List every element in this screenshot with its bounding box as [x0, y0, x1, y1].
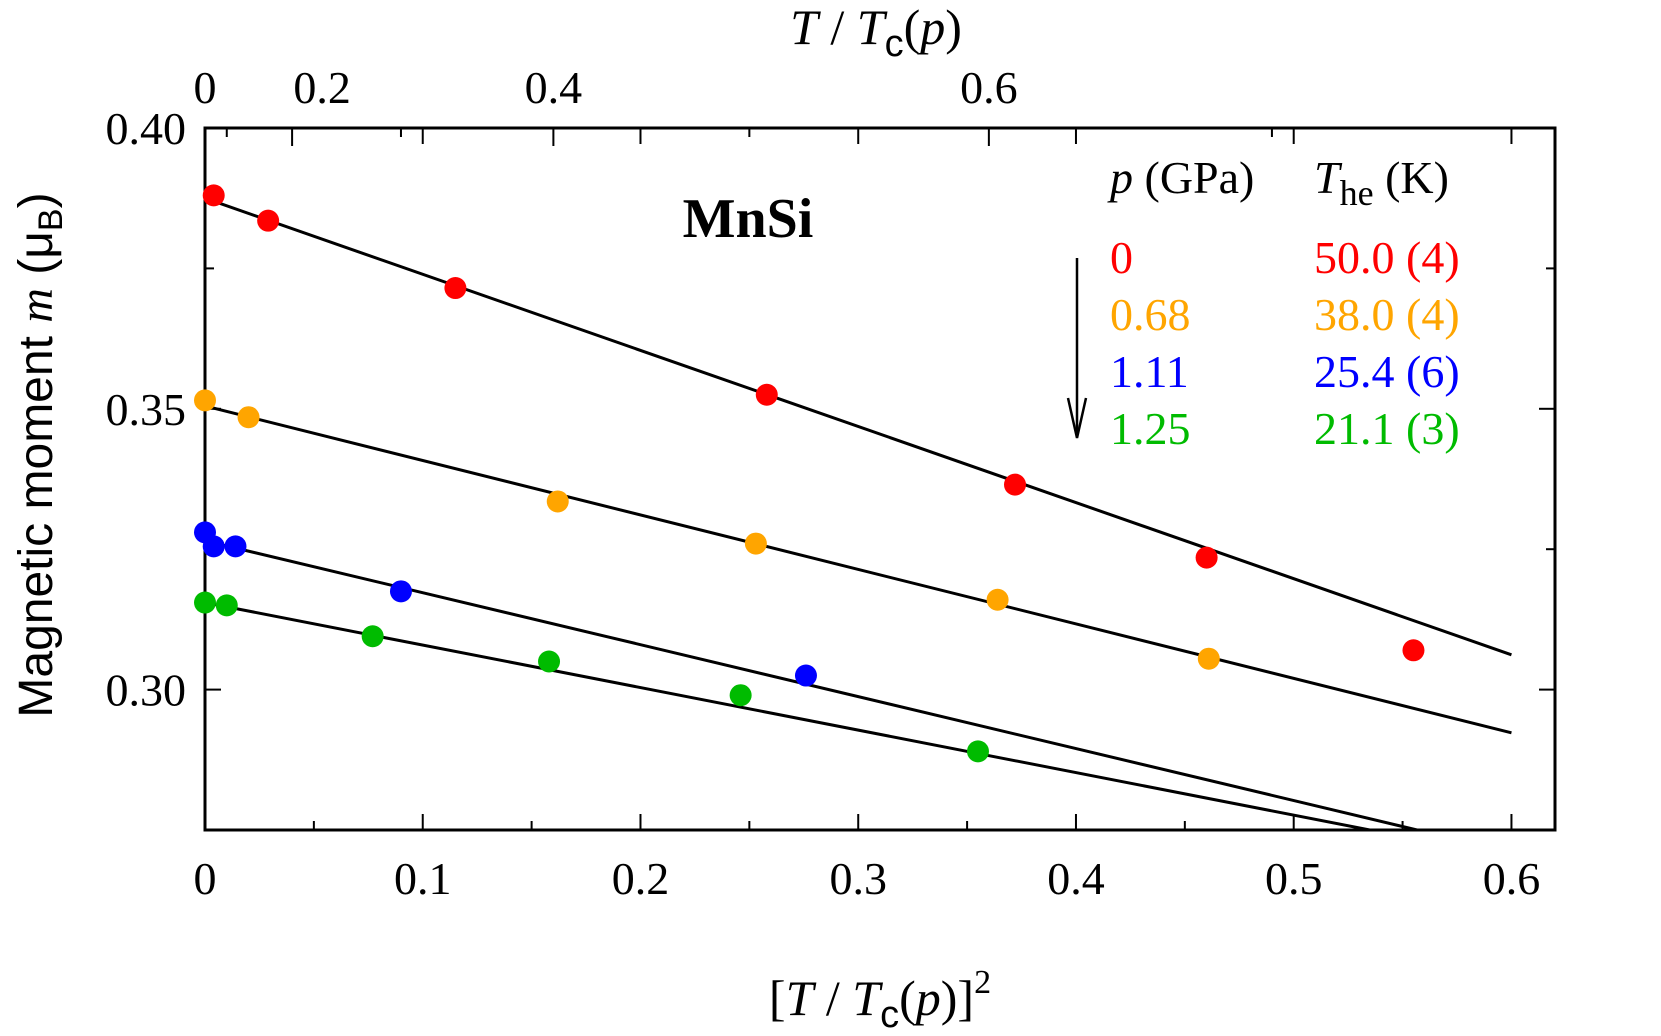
data-point	[389, 580, 412, 603]
data-point	[729, 684, 752, 707]
y-tick-label: 0.40	[106, 103, 187, 154]
data-group	[205, 196, 1512, 830]
legend-temperature: 50.0 (4)	[1314, 232, 1460, 283]
x-tick-label: 0.4	[1047, 853, 1105, 904]
x-tick-label: 0.5	[1265, 853, 1323, 904]
fit-line	[205, 539, 1424, 830]
x-tick-label: 0.6	[1483, 853, 1541, 904]
data-point	[546, 490, 569, 513]
x-tick-label: 0.1	[394, 853, 452, 904]
data-point	[1197, 647, 1220, 670]
data-point	[755, 383, 778, 406]
fit-line	[205, 601, 1378, 830]
top-axis-title: T / Tc(p)	[790, 0, 962, 65]
fit-line	[205, 404, 1512, 735]
legend-pressure: 1.11	[1110, 346, 1189, 397]
top-tick-label: 0	[194, 62, 217, 113]
chart-title: MnSi	[683, 188, 814, 250]
data-point	[202, 535, 225, 558]
top-tick-label: 0.4	[525, 62, 583, 113]
x-axis-title: [T / Tc(p)]2	[769, 964, 991, 1036]
data-point	[538, 650, 561, 673]
y-tick-label: 0.35	[106, 384, 187, 435]
data-point	[361, 625, 384, 648]
legend-temperature: 38.0 (4)	[1314, 289, 1460, 340]
data-point	[257, 209, 280, 232]
x-tick-label: 0	[194, 853, 217, 904]
plot-frame	[203, 126, 1557, 832]
data-point	[744, 532, 767, 555]
data-point	[194, 389, 216, 412]
legend-temperature: 21.1 (3)	[1314, 403, 1460, 454]
legend-pressure: 1.25	[1110, 403, 1191, 454]
fit-line	[205, 196, 1512, 657]
data-point	[1004, 473, 1026, 496]
legend-header-temperature: The (K)	[1314, 152, 1449, 213]
legend-temperature: 25.4 (6)	[1314, 346, 1460, 397]
legend-pressure: 0	[1110, 232, 1133, 283]
legend-layer: 0 50.0 (4) 0.68 38.0 (4) 1.11 25.4 (6) 1.25 21.…	[1110, 232, 1460, 454]
data-point	[202, 184, 225, 207]
x-tick-label: 0.3	[829, 853, 887, 904]
data-point	[986, 588, 1009, 611]
legend-header-pressure: p (GPa)	[1107, 152, 1254, 203]
y-axis-title: Magnetic moment m (μB)	[10, 192, 70, 717]
data-point	[966, 740, 989, 763]
y-tick-label: 0.30	[106, 665, 187, 716]
data-point	[224, 535, 247, 558]
data-point	[237, 406, 260, 429]
data-point	[444, 277, 467, 300]
data-point	[1195, 546, 1218, 569]
top-tick-label: 0.6	[960, 62, 1018, 113]
data-point	[215, 594, 238, 617]
legend-pressure: 0.68	[1110, 289, 1191, 340]
x-tick-label: 0.2	[612, 853, 670, 904]
top-tick-label: 0.2	[293, 62, 351, 113]
pressure-arrow-head	[1066, 397, 1088, 439]
data-point	[794, 664, 817, 687]
data-point	[1402, 639, 1425, 662]
data-point	[194, 591, 216, 614]
